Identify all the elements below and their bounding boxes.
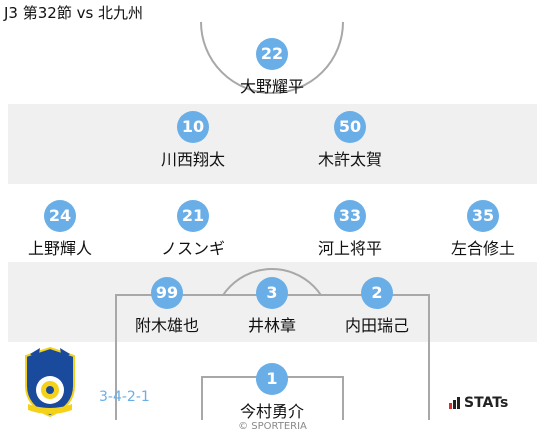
- player-name: 川西翔太: [160, 150, 225, 169]
- player-name: 上野輝人: [27, 239, 92, 258]
- player-number: 33: [334, 200, 366, 232]
- player-number: 3: [256, 277, 288, 309]
- stats-bars-icon: [449, 397, 460, 409]
- pitch-stripe: [8, 104, 537, 184]
- player-defender-left[interactable]: 99 附木雄也: [107, 277, 227, 336]
- player-name: 左合修土: [450, 239, 515, 258]
- match-title: J3 第32節 vs 北九州: [4, 4, 144, 22]
- player-number: 22: [256, 38, 288, 70]
- player-goalkeeper[interactable]: 1 今村勇介: [212, 363, 332, 422]
- player-name: 附木雄也: [134, 316, 199, 335]
- player-name: 井林章: [247, 316, 296, 335]
- player-center-mid-left[interactable]: 21 ノスンギ: [133, 200, 253, 259]
- team-crest-icon: [25, 346, 75, 418]
- player-name: 今村勇介: [239, 402, 304, 421]
- player-forward[interactable]: 22 大野耀平: [212, 38, 332, 97]
- player-number: 24: [44, 200, 76, 232]
- player-wing-left[interactable]: 24 上野輝人: [0, 200, 120, 259]
- stats-logo-text: STATs: [464, 395, 509, 411]
- player-number: 99: [151, 277, 183, 309]
- player-defender-right[interactable]: 2 内田瑞己: [317, 277, 437, 336]
- player-number: 2: [361, 277, 393, 309]
- player-number: 21: [177, 200, 209, 232]
- player-number: 50: [334, 111, 366, 143]
- player-name: ノスンギ: [160, 239, 225, 258]
- player-name: 大野耀平: [239, 77, 304, 96]
- player-attacking-mid-left[interactable]: 10 川西翔太: [133, 111, 253, 170]
- player-number: 1: [256, 363, 288, 395]
- stats-logo: STATs: [449, 395, 508, 411]
- player-name: 河上将平: [317, 239, 382, 258]
- player-number: 10: [177, 111, 209, 143]
- player-name: 木許太賀: [317, 150, 382, 169]
- player-number: 35: [467, 200, 499, 232]
- player-defender-center[interactable]: 3 井林章: [212, 277, 332, 336]
- player-center-mid-right[interactable]: 33 河上将平: [290, 200, 410, 259]
- formation-label: 3-4-2-1: [99, 389, 150, 405]
- copyright-credit: © SPORTERIA: [238, 421, 307, 432]
- player-attacking-mid-right[interactable]: 50 木許太賀: [290, 111, 410, 170]
- pitch-stripe: [8, 184, 537, 262]
- player-name: 内田瑞己: [344, 316, 409, 335]
- player-wing-right[interactable]: 35 左合修土: [423, 200, 543, 259]
